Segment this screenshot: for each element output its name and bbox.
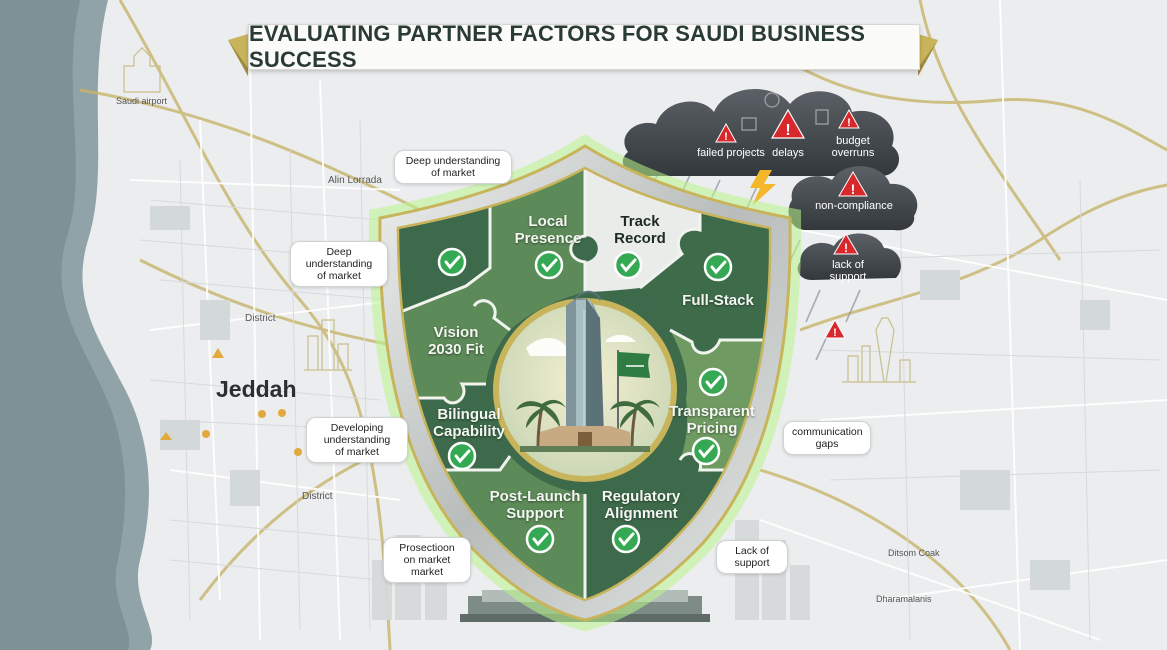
svg-text:!: ! [851,181,856,197]
svg-text:!: ! [724,131,728,143]
factor-regulatory-alignment: Regulatory Alignment [601,488,681,522]
map-label: Dharamalanis [876,594,932,604]
risk-label: delays [772,147,804,159]
central-emblem [493,290,677,482]
page-title: EVALUATING PARTNER FACTORS FOR SAUDI BUS… [249,21,866,72]
risk-label: non-compliance [815,200,893,212]
city-label: Jeddah [216,376,297,402]
warning-icon-cluster: !! !! !! [715,108,868,339]
callout-bubble: Deep understanding of market [290,241,388,287]
risk-label: lack of support [829,259,867,283]
factor-bilingual-capability: Bilingual Capability [433,406,505,440]
svg-text:!: ! [847,117,851,129]
factor-full-stack: Full-Stack [682,292,754,309]
risk-label: budget overruns [831,135,875,159]
factor-post-launch-support: Post-Launch Support [489,488,581,522]
svg-text:!: ! [833,327,837,339]
factor-vision-2030-fit: Vision 2030 Fit [428,324,484,358]
risk-label: failed projects [697,147,765,159]
factor-local-presence: Local Presence [514,213,582,247]
svg-text:!: ! [785,122,790,139]
svg-text:!: ! [844,241,848,255]
map-label: Saudi airport [116,96,168,106]
checkmark-icons [437,247,733,554]
map-label: District [302,491,333,502]
map-label: Ditsom Coak [888,548,940,558]
factor-track-record: Track Record [614,213,666,247]
callout-bubble: Lack of support [716,540,788,574]
factor-transparent-pricing: Transparent Pricing [669,403,755,437]
map-label: Alin Lorrada [328,175,382,186]
callout-bubble: communication gaps [783,421,871,455]
callout-bubble: Prosectioon on market market [383,537,471,583]
callout-bubble: Developing understanding of market [306,417,408,463]
title-banner: EVALUATING PARTNER FACTORS FOR SAUDI BUS… [248,21,920,72]
map-label: District [245,313,276,324]
callout-bubble: Deep understanding of market [394,150,512,184]
